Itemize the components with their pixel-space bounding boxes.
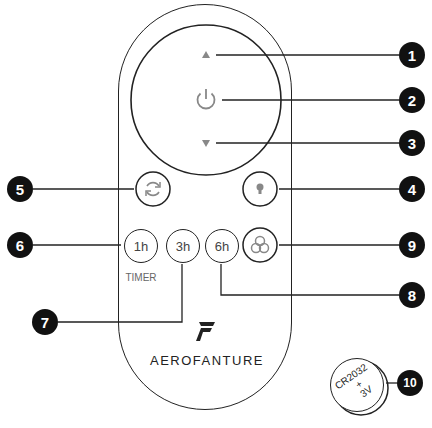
battery: CR2032+3V xyxy=(330,358,384,412)
callout-number: 7 xyxy=(41,315,49,330)
callout-bubble xyxy=(7,232,33,258)
callout-number: 5 xyxy=(16,182,24,197)
rotate-icon xyxy=(146,191,151,196)
mode-icon xyxy=(260,244,269,253)
brand-name: AEROFANTURE xyxy=(150,354,264,367)
callout-number: 3 xyxy=(408,136,416,151)
callout-bubble xyxy=(399,42,425,68)
timer-button: 3h xyxy=(166,229,200,263)
logo-mark xyxy=(199,322,215,326)
rotate-icon xyxy=(147,192,159,195)
logo-mark xyxy=(196,328,212,341)
button-label: 3h xyxy=(176,240,190,253)
callout-number: 10 xyxy=(403,377,416,389)
remote-body: TIMER AEROFANTURE 1h 3h 6h xyxy=(118,4,292,410)
timer-label: TIMER xyxy=(125,273,156,283)
rotate-icon xyxy=(155,182,160,187)
callout-number: 4 xyxy=(408,182,416,197)
callout-bubble xyxy=(32,309,58,335)
callout-bubble xyxy=(399,232,425,258)
callout-bubble xyxy=(399,176,425,202)
callout-bubble xyxy=(399,282,425,308)
callout-number: 2 xyxy=(408,93,416,108)
callout-bubbles xyxy=(7,42,425,396)
leader-line xyxy=(386,382,397,383)
rotate-button xyxy=(136,172,170,206)
up-arrow xyxy=(202,51,210,58)
light-button xyxy=(243,172,277,206)
power-icon-bar xyxy=(205,89,207,99)
leader-line xyxy=(221,264,399,295)
down-arrow xyxy=(202,140,210,147)
bulb-icon xyxy=(259,190,262,194)
leader-line xyxy=(216,142,399,143)
leader-line xyxy=(216,54,399,55)
leader-line xyxy=(33,244,121,245)
callout-bubble xyxy=(399,130,425,156)
leader-line xyxy=(222,99,399,100)
timer-button: 6h xyxy=(205,229,239,263)
leader-lines xyxy=(33,55,399,383)
timer-button: 1h xyxy=(124,229,158,263)
button-label: 6h xyxy=(215,240,229,253)
bulb-icon xyxy=(257,184,264,191)
callout-number: 8 xyxy=(408,288,416,303)
callout-number: 1 xyxy=(408,48,416,63)
leader-line xyxy=(279,188,399,189)
button-label: 1h xyxy=(134,240,148,253)
callout-number: 6 xyxy=(16,238,24,253)
leader-line xyxy=(279,244,399,245)
callout-number: 9 xyxy=(408,238,416,253)
callout-bubble xyxy=(399,87,425,113)
callout-bubble xyxy=(7,176,33,202)
callout-bubble xyxy=(397,370,423,396)
rotate-icon xyxy=(147,183,159,186)
leader-line xyxy=(58,264,182,322)
mode-button xyxy=(243,228,277,262)
